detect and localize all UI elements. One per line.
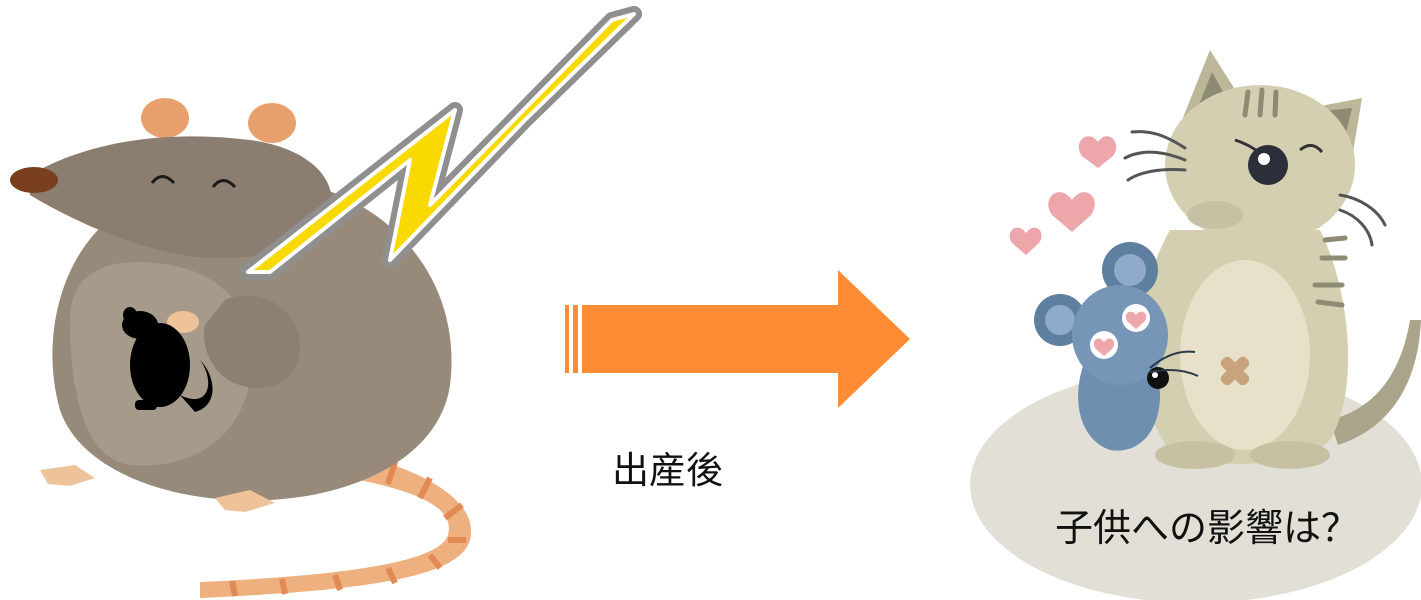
cat-illustration xyxy=(1123,50,1421,469)
after-birth-label: 出産後 xyxy=(612,449,723,492)
mouse-foot-right xyxy=(215,490,275,512)
pregnant-mouse-illustration xyxy=(10,98,472,598)
mouse-tail-stripes xyxy=(229,461,466,597)
fetus-mouse-silhouette-icon xyxy=(122,307,213,412)
mouse-head xyxy=(30,136,332,259)
mouse-ear-right xyxy=(248,103,296,143)
cat-eye-open xyxy=(1248,145,1288,185)
cat-whiskers xyxy=(1123,130,1387,247)
baby-mouse-illustration xyxy=(1034,242,1199,451)
mouse-nose xyxy=(10,167,58,193)
cat-stripes xyxy=(1242,87,1348,308)
mouse-foot-left xyxy=(40,465,95,486)
lightning-bolt-icon xyxy=(240,6,642,280)
mouse-paw xyxy=(167,311,199,333)
right-arrow-icon xyxy=(565,270,910,408)
heart-icon xyxy=(1009,136,1117,255)
bandage-icon xyxy=(1220,356,1250,386)
question-label: 子供への影響は？ xyxy=(1055,506,1360,550)
mouse-tail xyxy=(200,455,472,598)
mouse-eye-right xyxy=(211,179,237,189)
cat-belly xyxy=(1180,260,1310,450)
cat-paw xyxy=(1187,201,1243,229)
cat-eye-closed xyxy=(1299,144,1324,154)
mouse-ear-left xyxy=(141,98,189,138)
mouse-arm xyxy=(204,295,300,389)
cat-tail xyxy=(1330,320,1421,445)
mouse-eye-left xyxy=(150,175,176,185)
